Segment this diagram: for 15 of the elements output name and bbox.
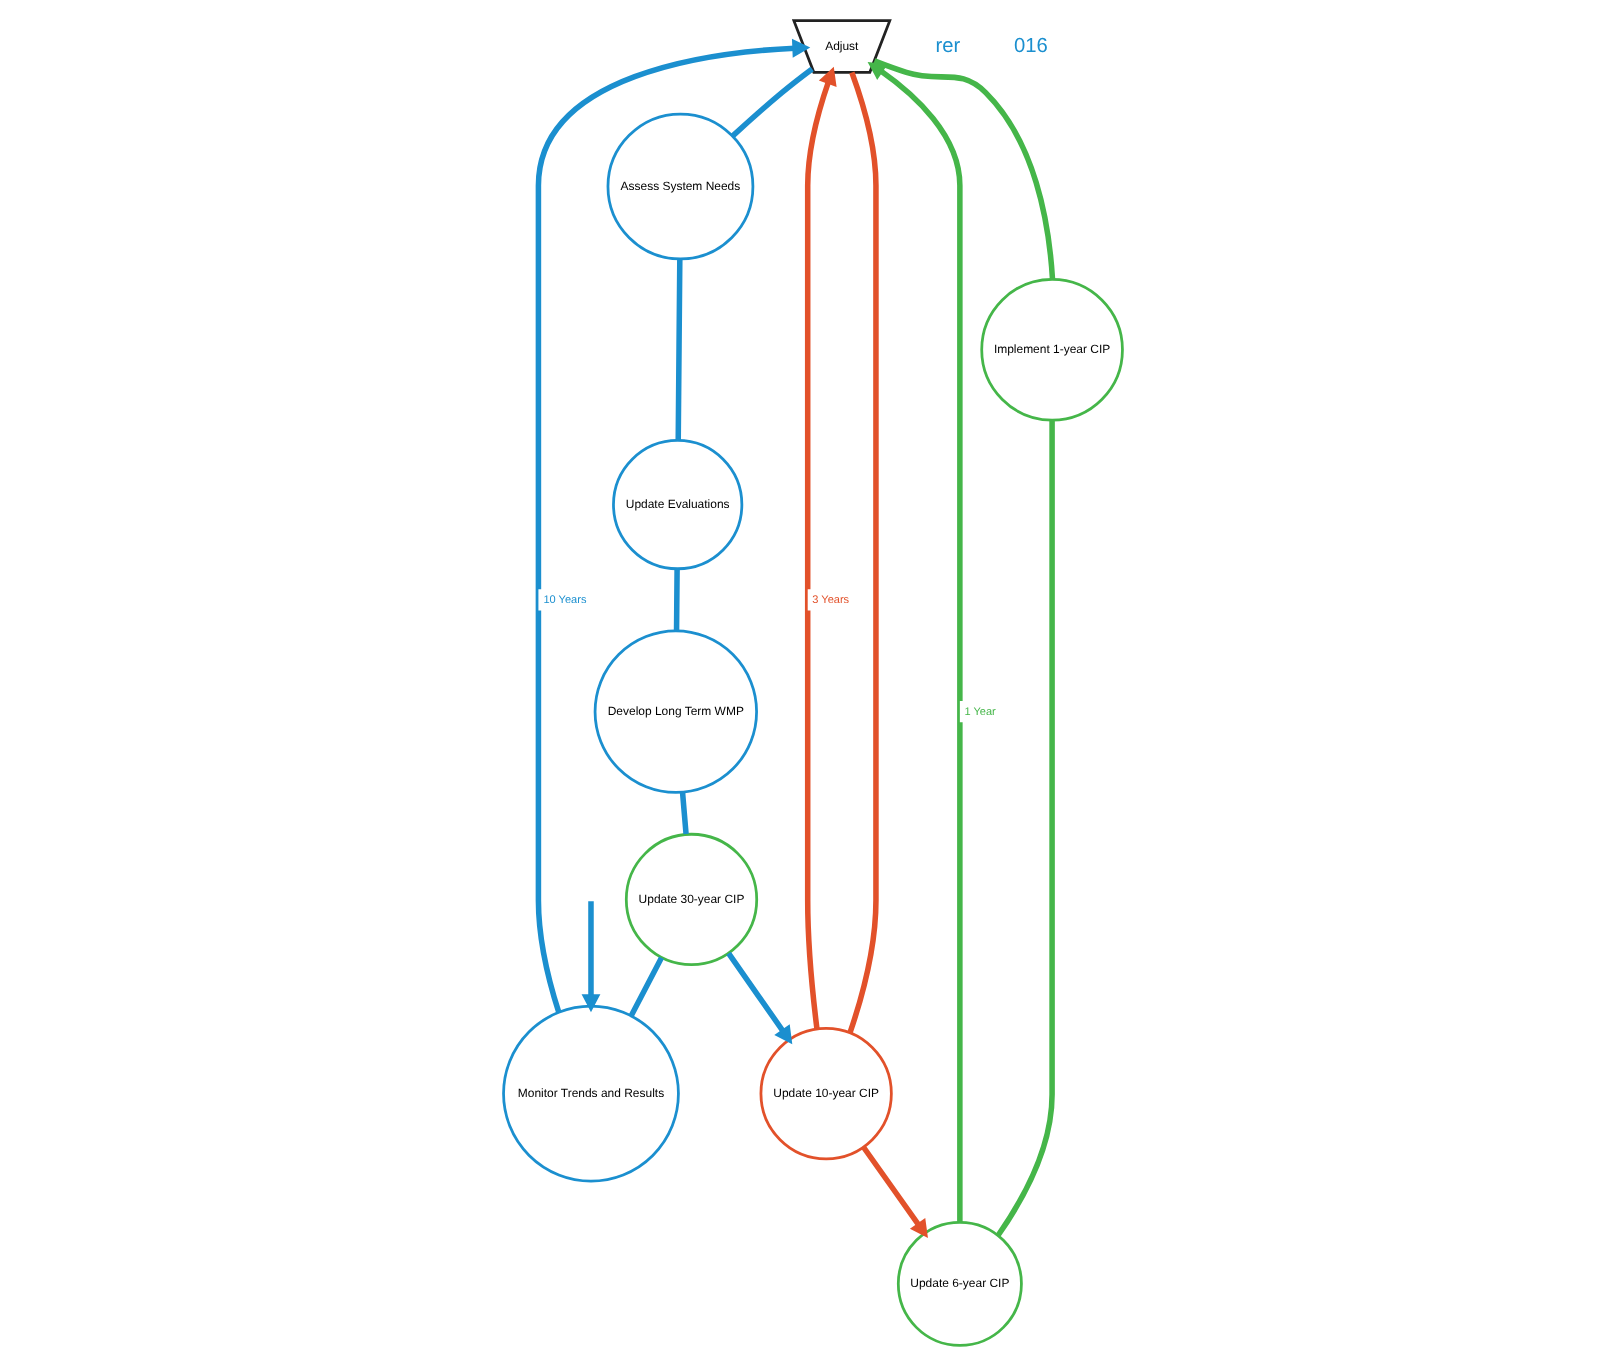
arrow bbox=[866, 62, 962, 1223]
arrow bbox=[860, 1145, 927, 1238]
arrow bbox=[580, 901, 600, 1013]
connector bbox=[872, 58, 1055, 280]
label: rer bbox=[934, 35, 960, 58]
arrow bbox=[725, 951, 792, 1045]
arrow bbox=[803, 66, 836, 1030]
connector bbox=[627, 956, 663, 1018]
connector bbox=[846, 71, 878, 1034]
connector bbox=[672, 569, 679, 631]
connector bbox=[674, 259, 682, 440]
connector bbox=[678, 792, 688, 835]
connector bbox=[729, 66, 813, 138]
label: 016 bbox=[1012, 35, 1047, 58]
connector bbox=[994, 419, 1054, 1237]
